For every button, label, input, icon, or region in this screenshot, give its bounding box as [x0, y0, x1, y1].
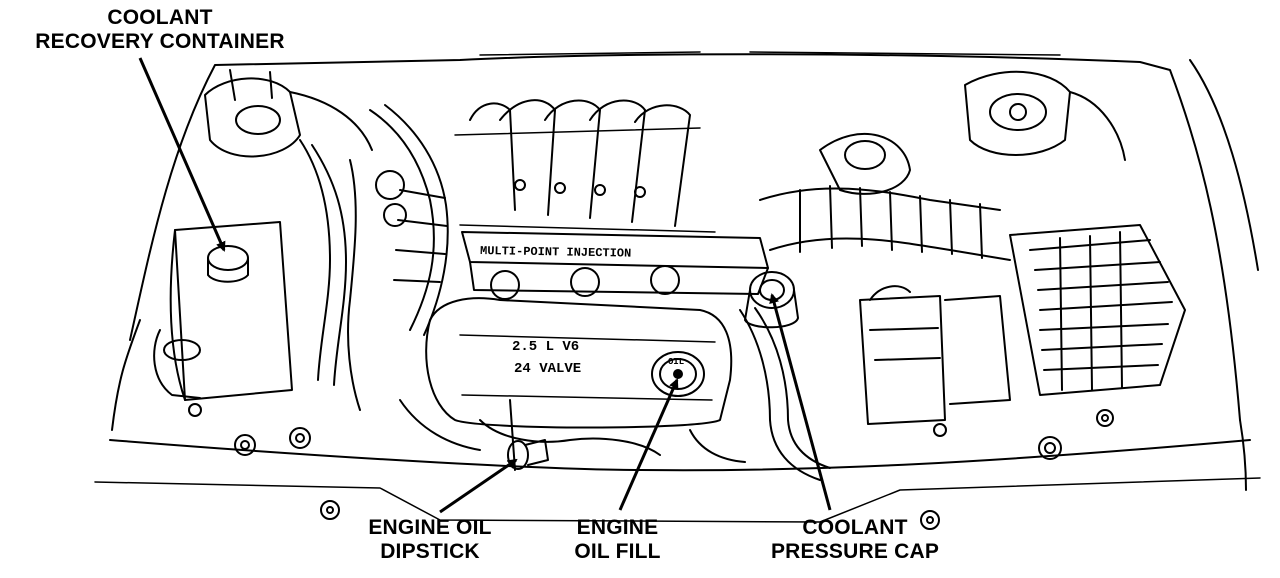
intake-plenum — [461, 231, 769, 295]
oil-fill-label-line1: ENGINE — [576, 516, 659, 539]
leader-line-coolant-recovery — [138, 57, 226, 252]
coolant-recovery-container — [153, 221, 293, 401]
pressure-cap-label-line1: COOLANT — [802, 516, 908, 539]
dipstick-label-line1: ENGINE OIL — [368, 516, 492, 539]
oil-fill-label-line2: OIL FILL — [574, 540, 661, 563]
coolant-recovery-label-line2: RECOVERY CONTAINER — [35, 30, 285, 53]
coolant-pressure-cap — [744, 271, 799, 329]
air-cleaner-housing — [1009, 224, 1186, 396]
air-intake-duct — [759, 133, 1011, 261]
left-wiring-harness — [347, 104, 449, 411]
left-strut-tower — [204, 69, 373, 386]
lower-hoses — [399, 307, 831, 481]
fasteners — [188, 403, 1114, 530]
intake-runners — [454, 99, 716, 233]
oil-filler-cap — [651, 351, 705, 397]
engine-oil-dipstick-label: ENGINE OIL DIPSTICK — [345, 516, 515, 564]
coolant-pressure-cap-label: COOLANT PRESSURE CAP — [760, 516, 950, 564]
leader-line-dipstick — [439, 458, 518, 514]
right-strut-tower — [964, 70, 1126, 161]
pressure-cap-label-line2: PRESSURE CAP — [770, 540, 940, 563]
coolant-recovery-container-label: COOLANT RECOVERY CONTAINER — [10, 6, 310, 54]
dipstick-label-line2: DIPSTICK — [380, 540, 480, 563]
fender-outline — [94, 51, 1261, 523]
leader-line-oil-fill — [618, 378, 679, 511]
engine-oil-dipstick — [507, 399, 549, 471]
battery-area — [859, 285, 1011, 425]
valve-cover-marking-bottom: 24 VALVE — [514, 361, 581, 377]
coolant-recovery-label-line1: COOLANT — [107, 6, 213, 29]
oil-cap-marking: OIL — [668, 357, 684, 367]
engine-markings: MULTI-POINT INJECTION 2.5 L V6 24 VALVE … — [480, 244, 684, 377]
valve-cover — [425, 265, 733, 429]
plenum-marking: MULTI-POINT INJECTION — [480, 244, 631, 261]
engine-oil-fill-label: ENGINE OIL FILL — [555, 516, 680, 564]
valve-cover-marking-top: 2.5 L V6 — [512, 339, 579, 355]
leader-line-pressure-cap — [769, 293, 832, 511]
